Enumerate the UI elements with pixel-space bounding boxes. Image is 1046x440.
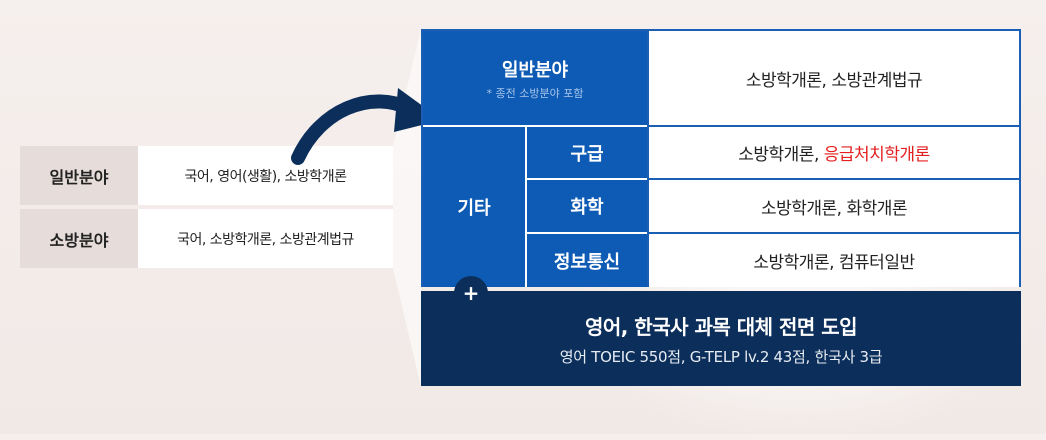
old-row-value: 국어, 소방학개론, 소방관계법규 — [138, 209, 393, 268]
sub-value: 소방학개론, — [738, 145, 824, 165]
general-value: 소방학개론, 소방관계법규 — [745, 70, 923, 91]
old-subjects-table: 일반분야 국어, 영어(생활), 소방학개론 소방분야 국어, 소방학개론, 소… — [20, 146, 393, 268]
other-header-cell: 기타 — [423, 127, 525, 287]
old-row-header: 일반분야 — [20, 146, 138, 205]
banner-title: 영어, 한국사 과목 대체 전면 도입 — [584, 314, 858, 339]
sub-header-label: 정보통신 — [553, 251, 621, 273]
replacement-banner: 영어, 한국사 과목 대체 전면 도입 영어 TOEIC 550점, G-TEL… — [421, 291, 1021, 386]
sub-value-cell: 소방학개론, 응급처치학개론 — [649, 127, 1019, 178]
sub-value: 소방학개론, 컴퓨터일반 — [753, 253, 915, 273]
sub-value-cell: 소방학개론, 화학개론 — [649, 180, 1019, 232]
general-header-note: * 종전 소방분야 포함 — [486, 86, 584, 100]
sub-header-label: 구급 — [570, 143, 604, 165]
divider — [527, 232, 647, 234]
divider — [527, 178, 647, 180]
old-row-header: 소방분야 — [20, 209, 138, 268]
banner-subtitle: 영어 TOEIC 550점, G-TELP lv.2 43점, 한국사 3급 — [559, 347, 883, 366]
sub-header-cell: 구급 — [527, 127, 647, 178]
sub-value-highlight: 응급처치학개론 — [823, 145, 930, 165]
general-header-label: 일반분야 — [501, 59, 569, 81]
sub-value: 소방학개론, 화학개론 — [760, 198, 908, 219]
sub-header-cell: 정보통신 — [527, 234, 647, 287]
old-row-general: 일반분야 국어, 영어(생활), 소방학개론 — [20, 146, 393, 205]
old-row-fire: 소방분야 국어, 소방학개론, 소방관계법규 — [20, 209, 393, 268]
divider — [423, 125, 647, 127]
old-row-value: 국어, 영어(생활), 소방학개론 — [138, 146, 393, 205]
general-value-cell: 소방학개론, 소방관계법규 — [649, 31, 1019, 125]
sub-value-cell: 소방학개론, 컴퓨터일반 — [649, 234, 1019, 287]
sub-header-cell: 화학 — [527, 180, 647, 232]
plus-badge: + — [454, 276, 488, 310]
divider — [649, 178, 1019, 180]
divider — [525, 127, 527, 287]
plus-icon: + — [462, 281, 480, 305]
sub-header-label: 화학 — [570, 197, 604, 218]
other-header-label: 기타 — [457, 198, 491, 219]
divider — [647, 31, 649, 285]
new-subjects-table: 일반분야 * 종전 소방분야 포함 소방학개론, 소방관계법규 기타 구급 소방… — [421, 29, 1021, 287]
divider — [649, 125, 1019, 127]
divider — [649, 232, 1019, 234]
general-header-cell: 일반분야 * 종전 소방분야 포함 — [423, 31, 647, 125]
